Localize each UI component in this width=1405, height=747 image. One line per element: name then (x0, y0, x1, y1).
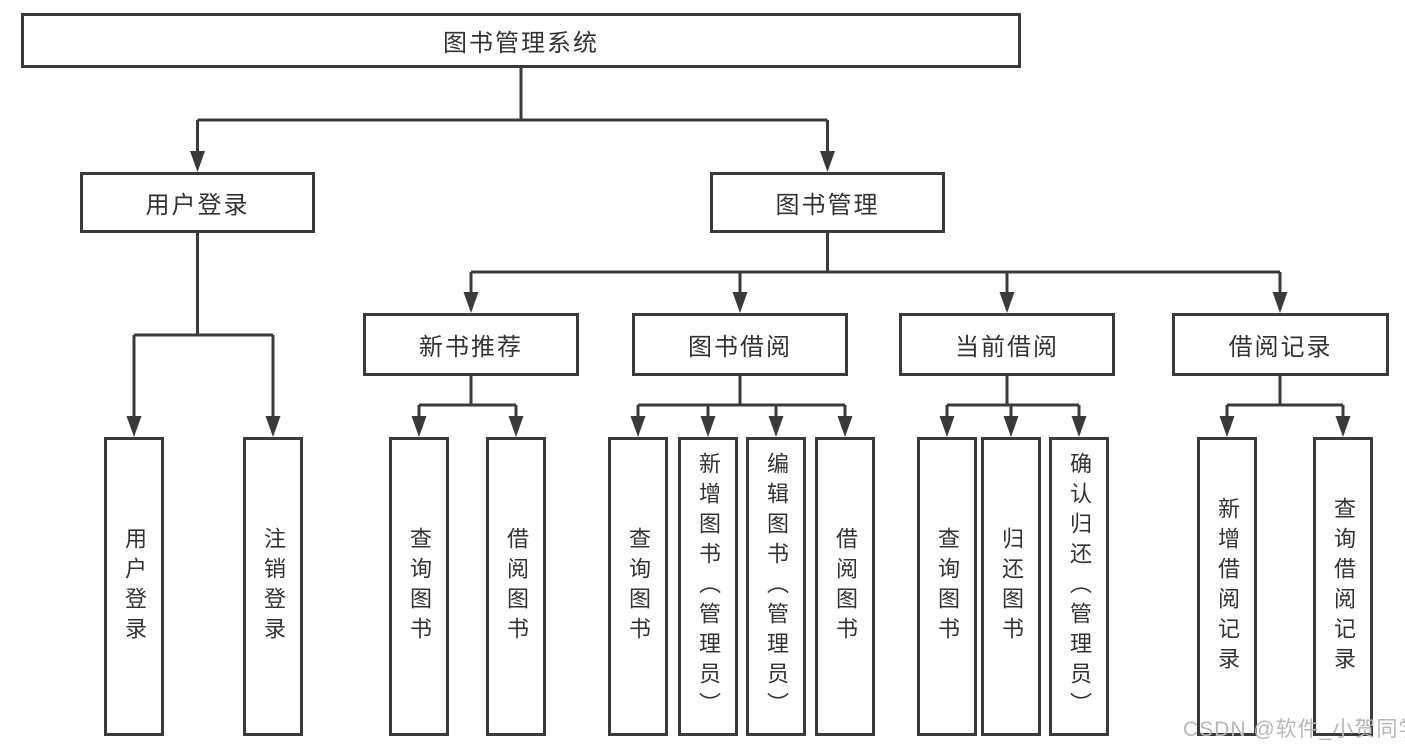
arrow-head-icon (1219, 416, 1235, 437)
node-user-login: 用户登录 (104, 437, 164, 736)
node-label: 用户登录 (122, 526, 147, 647)
arrow-head-icon (768, 416, 784, 437)
node-user-login-branch: 用户登录 (80, 172, 315, 233)
node-label: 图书借阅 (688, 334, 792, 361)
node-label: 图书管理 (775, 192, 880, 219)
node-label: 归还图书 (999, 526, 1024, 647)
arrow-head-icon (1071, 416, 1087, 437)
node-library-management-system: 图书管理系统 (21, 13, 1021, 68)
arrow-head-icon (1003, 416, 1019, 437)
arrow-head-icon (265, 416, 281, 437)
node-current-borrowing: 当前借阅 (899, 313, 1115, 376)
node-query-books: 查询图书 (608, 437, 668, 736)
node-label: 新书推荐 (419, 334, 523, 361)
arrow-head-icon (126, 416, 142, 437)
arrow-head-icon (999, 292, 1015, 313)
arrow-head-icon (837, 416, 853, 437)
node-label: 借阅记录 (1228, 334, 1333, 361)
arrow-head-icon (939, 416, 955, 437)
node-borrow-books: 借阅图书 (815, 437, 875, 736)
node-book-borrowing: 图书借阅 (632, 313, 848, 376)
arrow-head-icon (820, 151, 835, 172)
node-borrow-books: 借阅图书 (486, 437, 546, 736)
arrow-head-icon (630, 416, 646, 437)
node-label: 图书管理系统 (443, 30, 599, 57)
csdn-watermark: CSDN @软件_小贺同学 (1183, 718, 1405, 741)
node-query-books: 查询图书 (389, 437, 449, 736)
node-query-borrow-record: 查询借阅记录 (1313, 437, 1373, 736)
arrow-head-icon (700, 416, 716, 437)
node-label: 查询图书 (626, 526, 651, 647)
arrow-head-icon (1272, 292, 1288, 313)
node-add-borrow-record: 新增借阅记录 (1197, 437, 1257, 736)
node-label: 查询借阅记录 (1331, 496, 1356, 677)
node-label: 编辑图书（管理员） (764, 451, 789, 722)
node-label: 注销登录 (261, 526, 286, 647)
node-label: 用户登录 (145, 192, 250, 219)
node-label: 新增图书（管理员） (696, 451, 721, 722)
node-label: 借阅图书 (833, 526, 858, 647)
arrow-head-icon (190, 151, 205, 172)
arrow-head-icon (508, 416, 524, 437)
node-confirm-return-admin: 确认归还（管理员） (1049, 437, 1109, 736)
node-logout: 注销登录 (243, 437, 303, 736)
node-book-management-branch: 图书管理 (710, 172, 945, 233)
arrow-head-icon (1335, 416, 1351, 437)
node-borrowing-records: 借阅记录 (1172, 313, 1389, 376)
arrow-head-icon (732, 292, 748, 313)
node-return-books: 归还图书 (981, 437, 1041, 736)
node-label: 借阅图书 (504, 526, 529, 647)
node-add-books-admin: 新增图书（管理员） (678, 437, 738, 736)
node-new-book-recommendation: 新书推荐 (363, 313, 579, 376)
node-label: 查询图书 (935, 526, 960, 647)
node-label: 查询图书 (407, 526, 432, 647)
node-edit-books-admin: 编辑图书（管理员） (746, 437, 806, 736)
node-label: 确认归还（管理员） (1067, 451, 1092, 722)
arrow-head-icon (463, 292, 479, 313)
node-label: 新增借阅记录 (1215, 496, 1240, 677)
node-query-books: 查询图书 (917, 437, 977, 736)
node-label: 当前借阅 (955, 334, 1059, 361)
arrow-head-icon (411, 416, 427, 437)
